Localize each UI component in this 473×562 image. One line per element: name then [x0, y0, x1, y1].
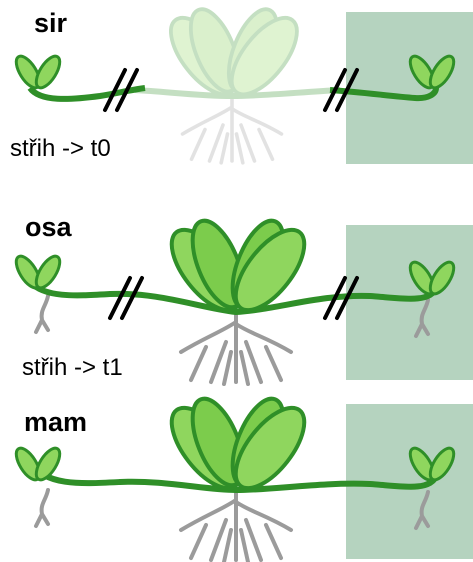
- osa-shaded-box: [346, 225, 473, 380]
- panel-label: sir: [34, 10, 67, 37]
- panel-osa: osa střih -> t1: [0, 200, 473, 390]
- osa-left-sprout: [12, 252, 65, 291]
- osa-center-root: [181, 312, 291, 384]
- panel-label: mam: [24, 409, 87, 436]
- sir-ghost-sprout: [135, 3, 340, 163]
- sir-shaded-box: [346, 12, 473, 164]
- osa-cut-mark-left: [110, 278, 142, 318]
- mam-left-root: [36, 490, 48, 526]
- cut-note: střih -> t0: [8, 137, 113, 161]
- sir-left-sprout: [12, 52, 65, 91]
- mam-center-root: [181, 490, 291, 562]
- cut-note: střih -> t1: [20, 356, 125, 380]
- panel-label: osa: [25, 214, 72, 241]
- osa-left-root: [36, 296, 48, 332]
- panel-mam: mam: [0, 392, 473, 562]
- panel-sir: sir střih -> t0: [0, 0, 473, 175]
